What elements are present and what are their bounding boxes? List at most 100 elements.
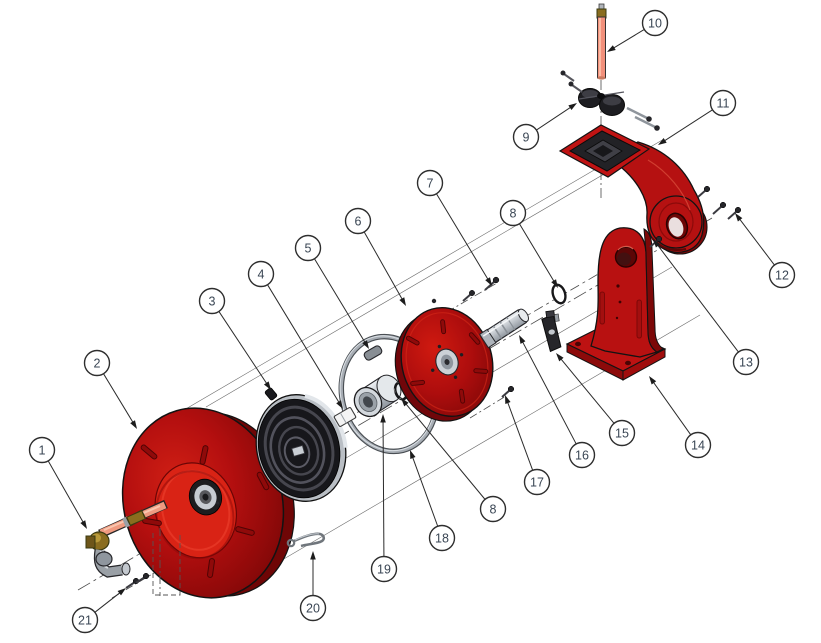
balloon-13-for-screw — [732, 348, 760, 376]
balloon-8b-for-o-ring — [479, 495, 507, 523]
balloon-label-21: 21 — [78, 614, 92, 628]
balloon-group-16: 16 — [519, 335, 596, 469]
part-inlet-tube — [596, 3, 607, 80]
balloon-label-1: 1 — [39, 444, 46, 458]
part-swivel-spindle — [478, 308, 529, 349]
leader-10 — [611, 29, 645, 50]
balloon-label-16: 16 — [575, 449, 589, 463]
balloon-group-12: 12 — [735, 213, 796, 289]
balloon-group-8b: 8 — [401, 398, 507, 523]
balloon-17-for-screw — [523, 468, 551, 496]
leader-3 — [218, 311, 269, 387]
balloon-group-19: 19 — [370, 414, 398, 583]
part-mounting-bracket — [565, 227, 667, 381]
collar-screws — [560, 70, 660, 131]
leader-arrowhead-11 — [658, 138, 667, 145]
balloon-label-19: 19 — [377, 563, 391, 577]
balloon-9-for-clamp-collar — [512, 123, 540, 151]
balloon-label-3: 3 — [209, 295, 216, 309]
leader-9 — [536, 105, 574, 131]
balloon-1-for-inlet-elbow-assembly — [28, 436, 56, 464]
part-screws-12 — [697, 185, 742, 220]
reel-slots — [140, 444, 270, 578]
balloon-label-15: 15 — [615, 427, 629, 441]
balloon-14-for-mounting-bracket — [684, 431, 712, 459]
balloon-label-11: 11 — [717, 97, 730, 111]
leader-arrowhead-8b — [401, 398, 409, 407]
leader-2 — [103, 373, 135, 425]
balloon-group-4: 4 — [247, 260, 343, 409]
balloon-group-7: 7 — [416, 169, 492, 286]
balloon-group-5: 5 — [294, 234, 369, 349]
part-guide-arm — [558, 124, 708, 255]
balloon-20-for-spring-clip-pin — [299, 594, 327, 622]
balloon-label-12: 12 — [775, 269, 789, 283]
balloon-group-10: 10 — [607, 9, 669, 52]
part-bushing — [353, 374, 402, 418]
part-drive-block — [333, 407, 357, 427]
leader-arrowhead-8a — [551, 279, 558, 288]
leader-18 — [411, 454, 439, 527]
leader-16 — [520, 339, 577, 445]
part-screws-7 — [431, 276, 500, 304]
balloon-group-18: 18 — [410, 450, 456, 552]
balloon-label-8b: 8 — [490, 503, 497, 517]
balloon-16-for-swivel-spindle — [568, 441, 596, 469]
leader-arrowhead-5 — [362, 340, 369, 349]
part-o-ring-upper — [551, 283, 567, 305]
balloon-group-1: 1 — [28, 436, 87, 529]
balloon-label-4: 4 — [258, 268, 265, 282]
balloon-label-14: 14 — [691, 439, 705, 453]
part-screw-13 — [649, 235, 663, 248]
balloon-label-13: 13 — [739, 356, 753, 370]
part-screws-21 — [125, 572, 150, 589]
part-screw-17 — [501, 385, 515, 398]
balloon-8a-for-o-ring — [499, 199, 527, 227]
leader-arrowhead-15 — [556, 353, 564, 362]
balloon-4-for-drive-block — [247, 260, 275, 288]
balloon-21-for-screws — [71, 606, 99, 634]
leader-arrowhead-17 — [505, 395, 511, 404]
hidden-outlet-box — [152, 528, 181, 596]
leader-arrowhead-1 — [80, 520, 87, 529]
balloon-group-2: 2 — [83, 349, 137, 429]
balloon-group-17: 17 — [505, 395, 551, 496]
balloon-label-2: 2 — [94, 357, 101, 371]
leader-8a — [519, 223, 556, 284]
balloon-label-8a: 8 — [510, 207, 517, 221]
balloon-group-13: 13 — [653, 239, 760, 376]
leader-arrowhead-4 — [336, 400, 343, 409]
balloon-group-3: 3 — [198, 287, 271, 390]
brass-elbow — [85, 531, 110, 551]
leader-6 — [363, 231, 404, 302]
leader-21 — [94, 590, 123, 613]
leader-arrowhead-18 — [410, 450, 416, 459]
balloon-12-for-screws — [768, 261, 796, 289]
leader-7 — [436, 193, 490, 282]
leader-13 — [655, 242, 739, 353]
balloon-label-9: 9 — [523, 131, 530, 145]
balloon-7-for-screws — [416, 169, 444, 197]
swivel-elbow — [93, 549, 131, 578]
leader-5 — [314, 258, 367, 345]
leader-arrowhead-12 — [735, 213, 743, 222]
leader-8b — [403, 401, 486, 500]
balloon-15-for-latch — [608, 419, 636, 447]
balloon-11-for-guide-arm — [709, 89, 737, 117]
balloon-label-17: 17 — [530, 476, 544, 490]
balloon-group-21: 21 — [71, 588, 126, 634]
balloon-group-14: 14 — [649, 376, 712, 459]
balloon-3-for-spring-assembly — [198, 287, 226, 315]
part-spring-clip-pin — [286, 532, 326, 548]
balloon-6-for-inner-spool-disc — [344, 207, 372, 235]
leader-17 — [506, 399, 534, 471]
leader-arrowhead-14 — [649, 376, 657, 385]
balloon-label-6: 6 — [355, 215, 362, 229]
balloon-label-20: 20 — [306, 602, 320, 616]
leader-arrowhead-9 — [568, 103, 577, 111]
leader-4 — [267, 284, 341, 405]
part-clamp-collar — [560, 70, 660, 131]
leader-arrowhead-21 — [117, 588, 126, 596]
balloon-group-20: 20 — [299, 551, 327, 622]
